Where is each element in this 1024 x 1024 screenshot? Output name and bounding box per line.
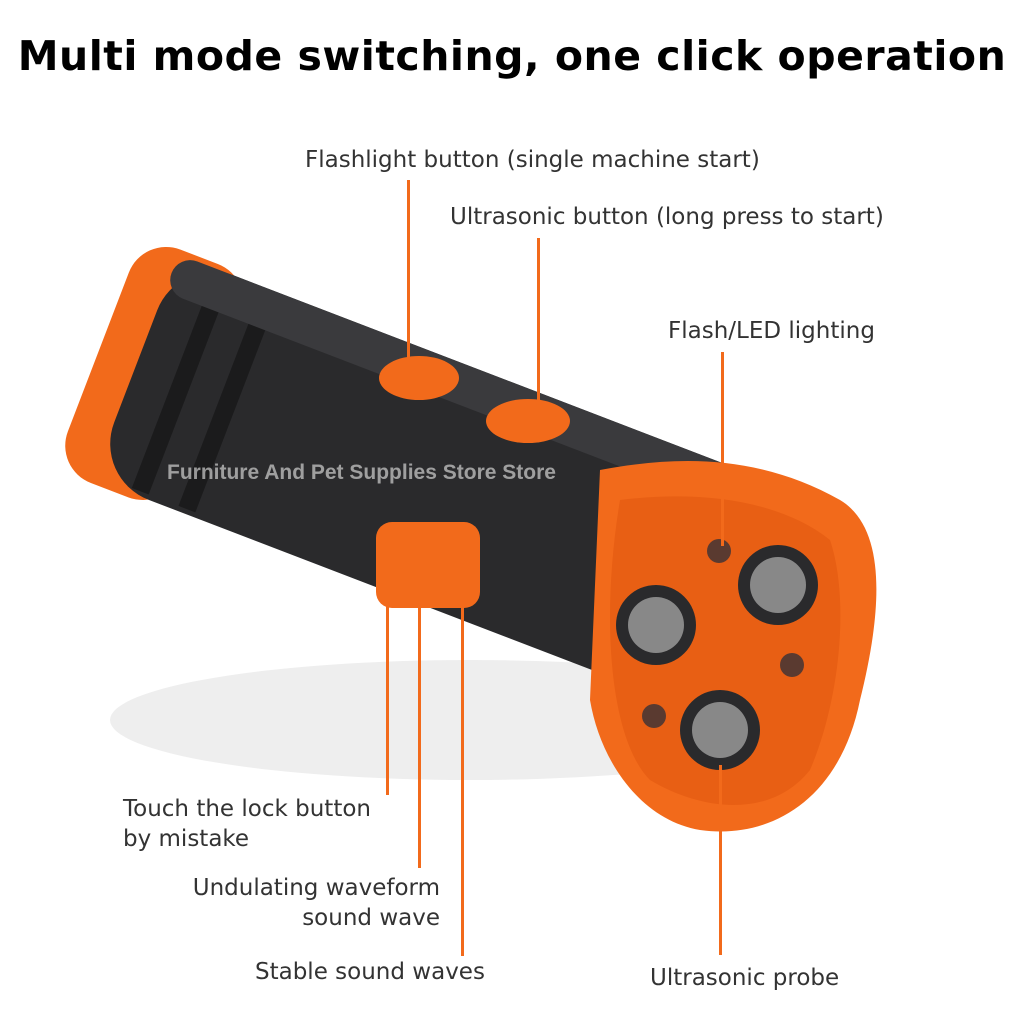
watermark: Furniture And Pet Supplies Store Store [167, 461, 556, 484]
callout-line [719, 765, 722, 955]
label-undulating-1: Undulating waveform [192, 875, 440, 901]
label-flash-led: Flash/LED lighting [668, 318, 875, 344]
led [642, 704, 666, 728]
label-lock-2: by mistake [123, 826, 250, 852]
label-lock-1: Touch the lock button [123, 796, 371, 822]
led [780, 653, 804, 677]
label-undulating-2: sound wave [302, 905, 440, 931]
callout-line [386, 542, 389, 795]
callout-line [461, 600, 464, 956]
label-ultrasonic-button: Ultrasonic button (long press to start) [450, 204, 884, 230]
flashlight-button [379, 356, 459, 400]
callout-line [407, 180, 410, 366]
led [707, 539, 731, 563]
mode-slider [376, 522, 480, 608]
callout-line [721, 352, 724, 546]
ultrasonic-button [486, 399, 570, 443]
callout-line [537, 238, 540, 410]
label-probe: Ultrasonic probe [650, 965, 840, 991]
label-flashlight-button: Flashlight button (single machine start) [305, 147, 760, 173]
page-title: Multi mode switching, one click operatio… [17, 32, 1007, 80]
callout-line [418, 580, 421, 868]
label-stable: Stable sound waves [255, 959, 485, 985]
